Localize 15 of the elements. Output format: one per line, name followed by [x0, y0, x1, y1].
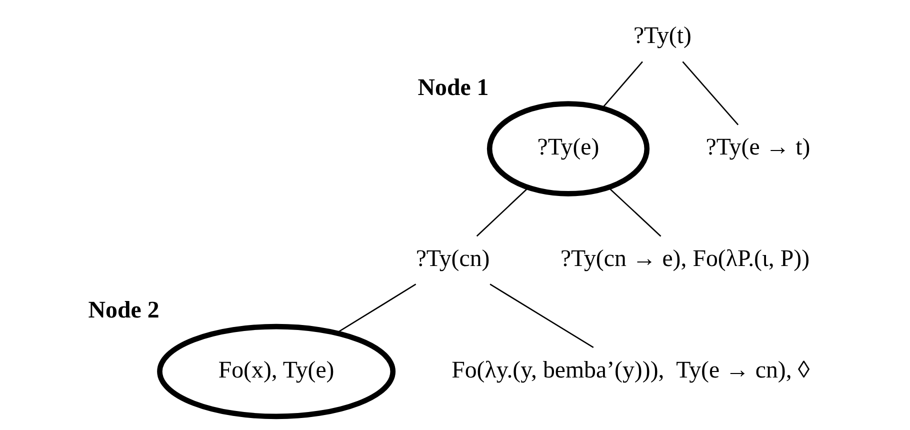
connector [602, 61, 643, 109]
node-text: ?Ty(e → t) [706, 134, 810, 161]
node-label: Node 2 [88, 298, 160, 324]
connector [682, 61, 739, 126]
node-text: ?Ty(cn) [416, 246, 490, 272]
connector [336, 284, 416, 334]
node-ellipse: ?Ty(e) [486, 101, 650, 196]
connector [476, 188, 528, 237]
node-text: ?Ty(cn → e), Fo(λP.(ι, P)) [560, 246, 810, 272]
node-text: ?Ty(t) [633, 23, 692, 50]
connector [608, 187, 662, 237]
connector [490, 284, 594, 348]
node-ellipse: Fo(x), Ty(e) [157, 324, 396, 420]
node-label: Node 1 [418, 74, 489, 101]
node-text: Fo(λy.(y, bemba’(y))), Ty(e → cn), ◊ [452, 357, 810, 384]
